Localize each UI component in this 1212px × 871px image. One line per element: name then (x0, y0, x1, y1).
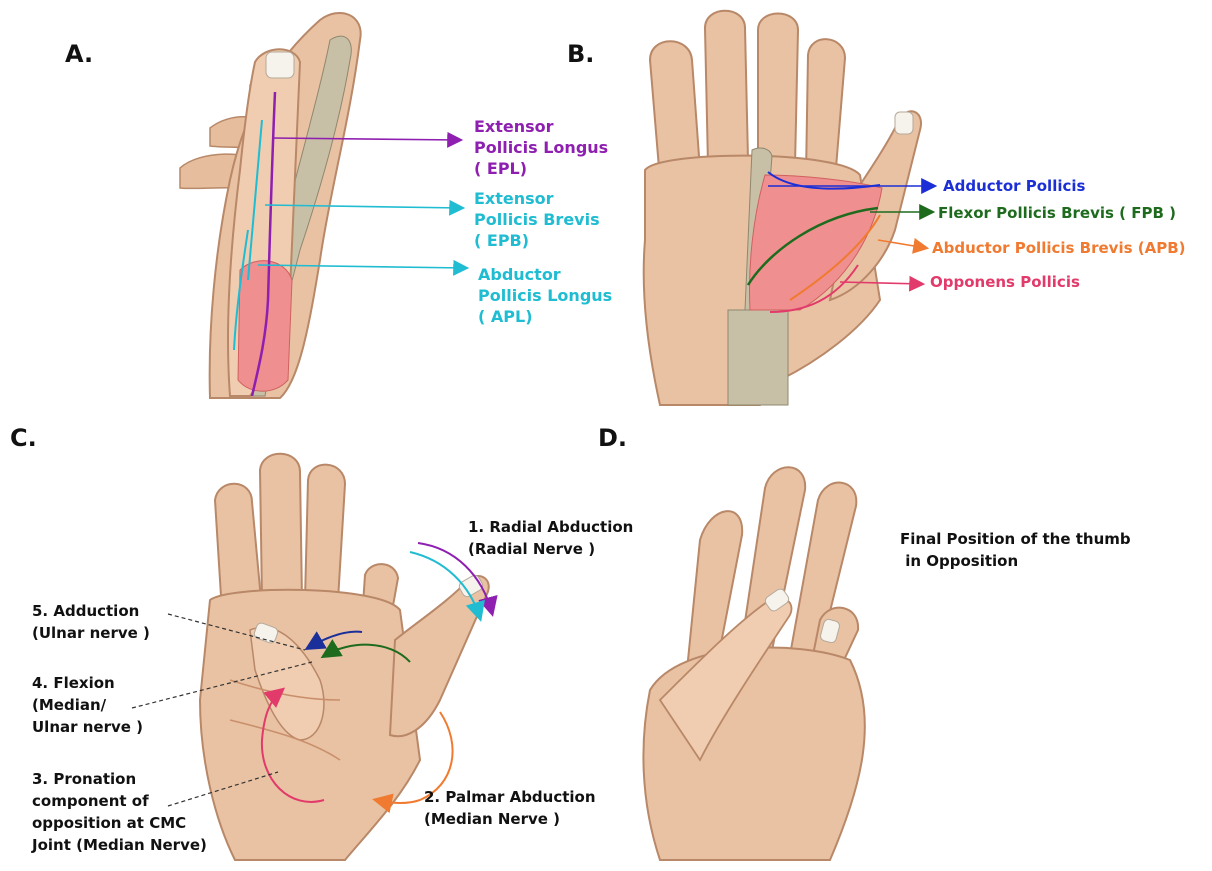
epl-label: Extensor Pollicis Longus ( EPL) (474, 116, 608, 179)
fpb-label: Flexor Pollicis Brevis ( FPB ) (938, 203, 1176, 224)
panel-b-letter: B. (567, 40, 594, 68)
panel-c-letter: C. (10, 424, 37, 452)
opponens-pollicis-label: Opponens Pollicis (930, 272, 1080, 293)
radial-abduction-label: 1. Radial Abduction (Radial Nerve ) (468, 516, 633, 560)
hand-d-illustration (643, 467, 864, 860)
adduction-label: 5. Adduction (Ulnar nerve ) (32, 600, 150, 644)
opposition-caption: Final Position of the thumb in Oppositio… (900, 528, 1131, 572)
apl-label: Abductor Pollicis Longus ( APL) (478, 264, 612, 327)
adductor-pollicis-label: Adductor Pollicis (943, 176, 1085, 197)
flexion-label: 4. Flexion (Median/ Ulnar nerve ) (32, 672, 143, 738)
panel-d-letter: D. (598, 424, 627, 452)
palmar-abduction-label: 2. Palmar Abduction (Median Nerve ) (424, 786, 596, 830)
apb-label: Abductor Pollicis Brevis (APB) (932, 238, 1185, 259)
hand-b-illustration (644, 11, 921, 405)
panel-a-letter: A. (65, 40, 93, 68)
pronation-label: 3. Pronation component of opposition at … (32, 768, 207, 856)
epb-label: Extensor Pollicis Brevis ( EPB) (474, 188, 600, 251)
